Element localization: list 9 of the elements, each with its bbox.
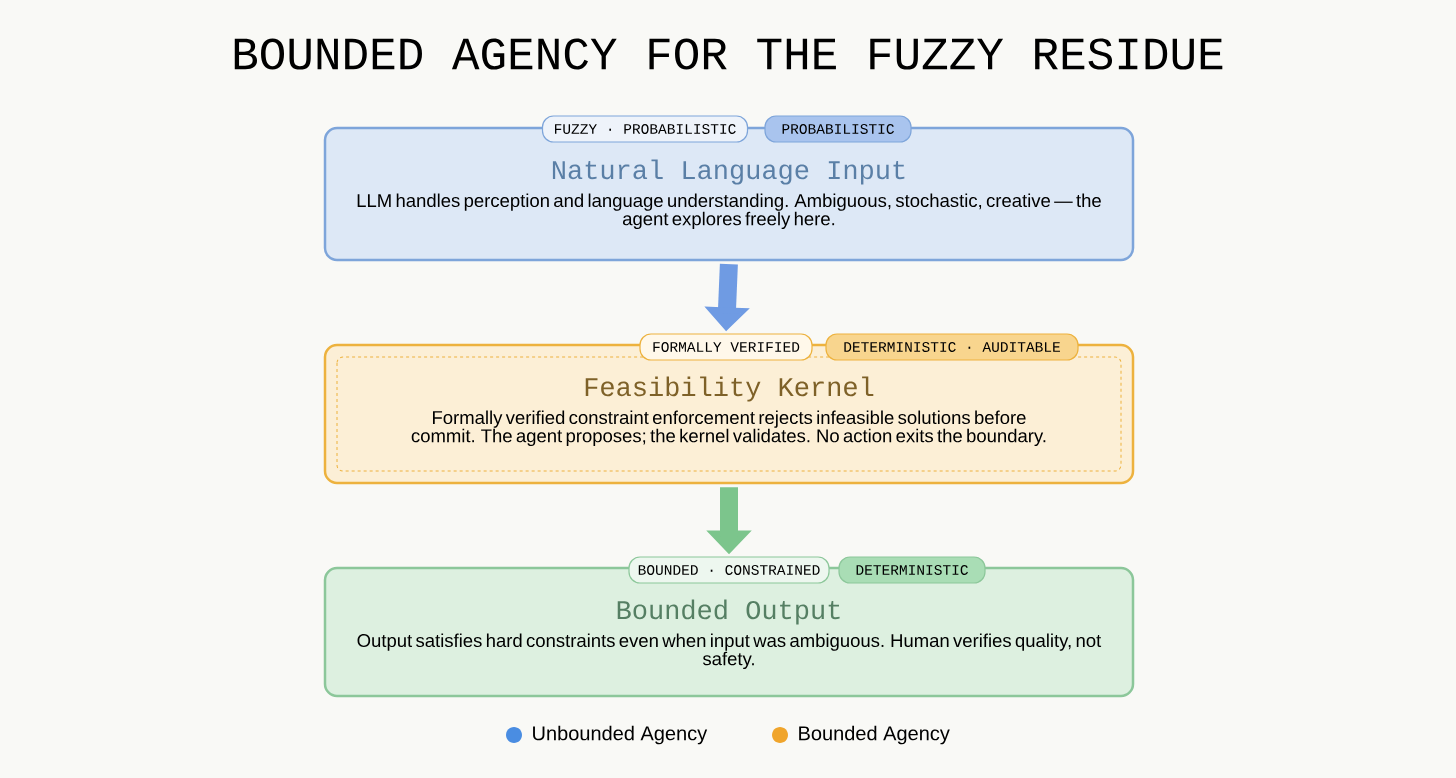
tag-pill: PROBABILISTIC bbox=[764, 115, 912, 143]
tag-pill: FORMALLY VERIFIED bbox=[639, 333, 813, 361]
tag-pill: DETERMINISTIC · AUDITABLE bbox=[825, 333, 1079, 361]
tag-pill: FUZZY · PROBABILISTIC bbox=[541, 115, 749, 143]
title: BOUNDED AGENCY FOR THE FUZZY RESIDUE bbox=[234, 38, 1223, 70]
tag-pill: BOUNDED · CONSTRAINED bbox=[628, 556, 830, 584]
legend-label: Unbounded Agency bbox=[533, 725, 708, 745]
tag-pill: DETERMINISTIC bbox=[838, 556, 986, 584]
legend-label: Bounded Agency bbox=[799, 725, 950, 745]
